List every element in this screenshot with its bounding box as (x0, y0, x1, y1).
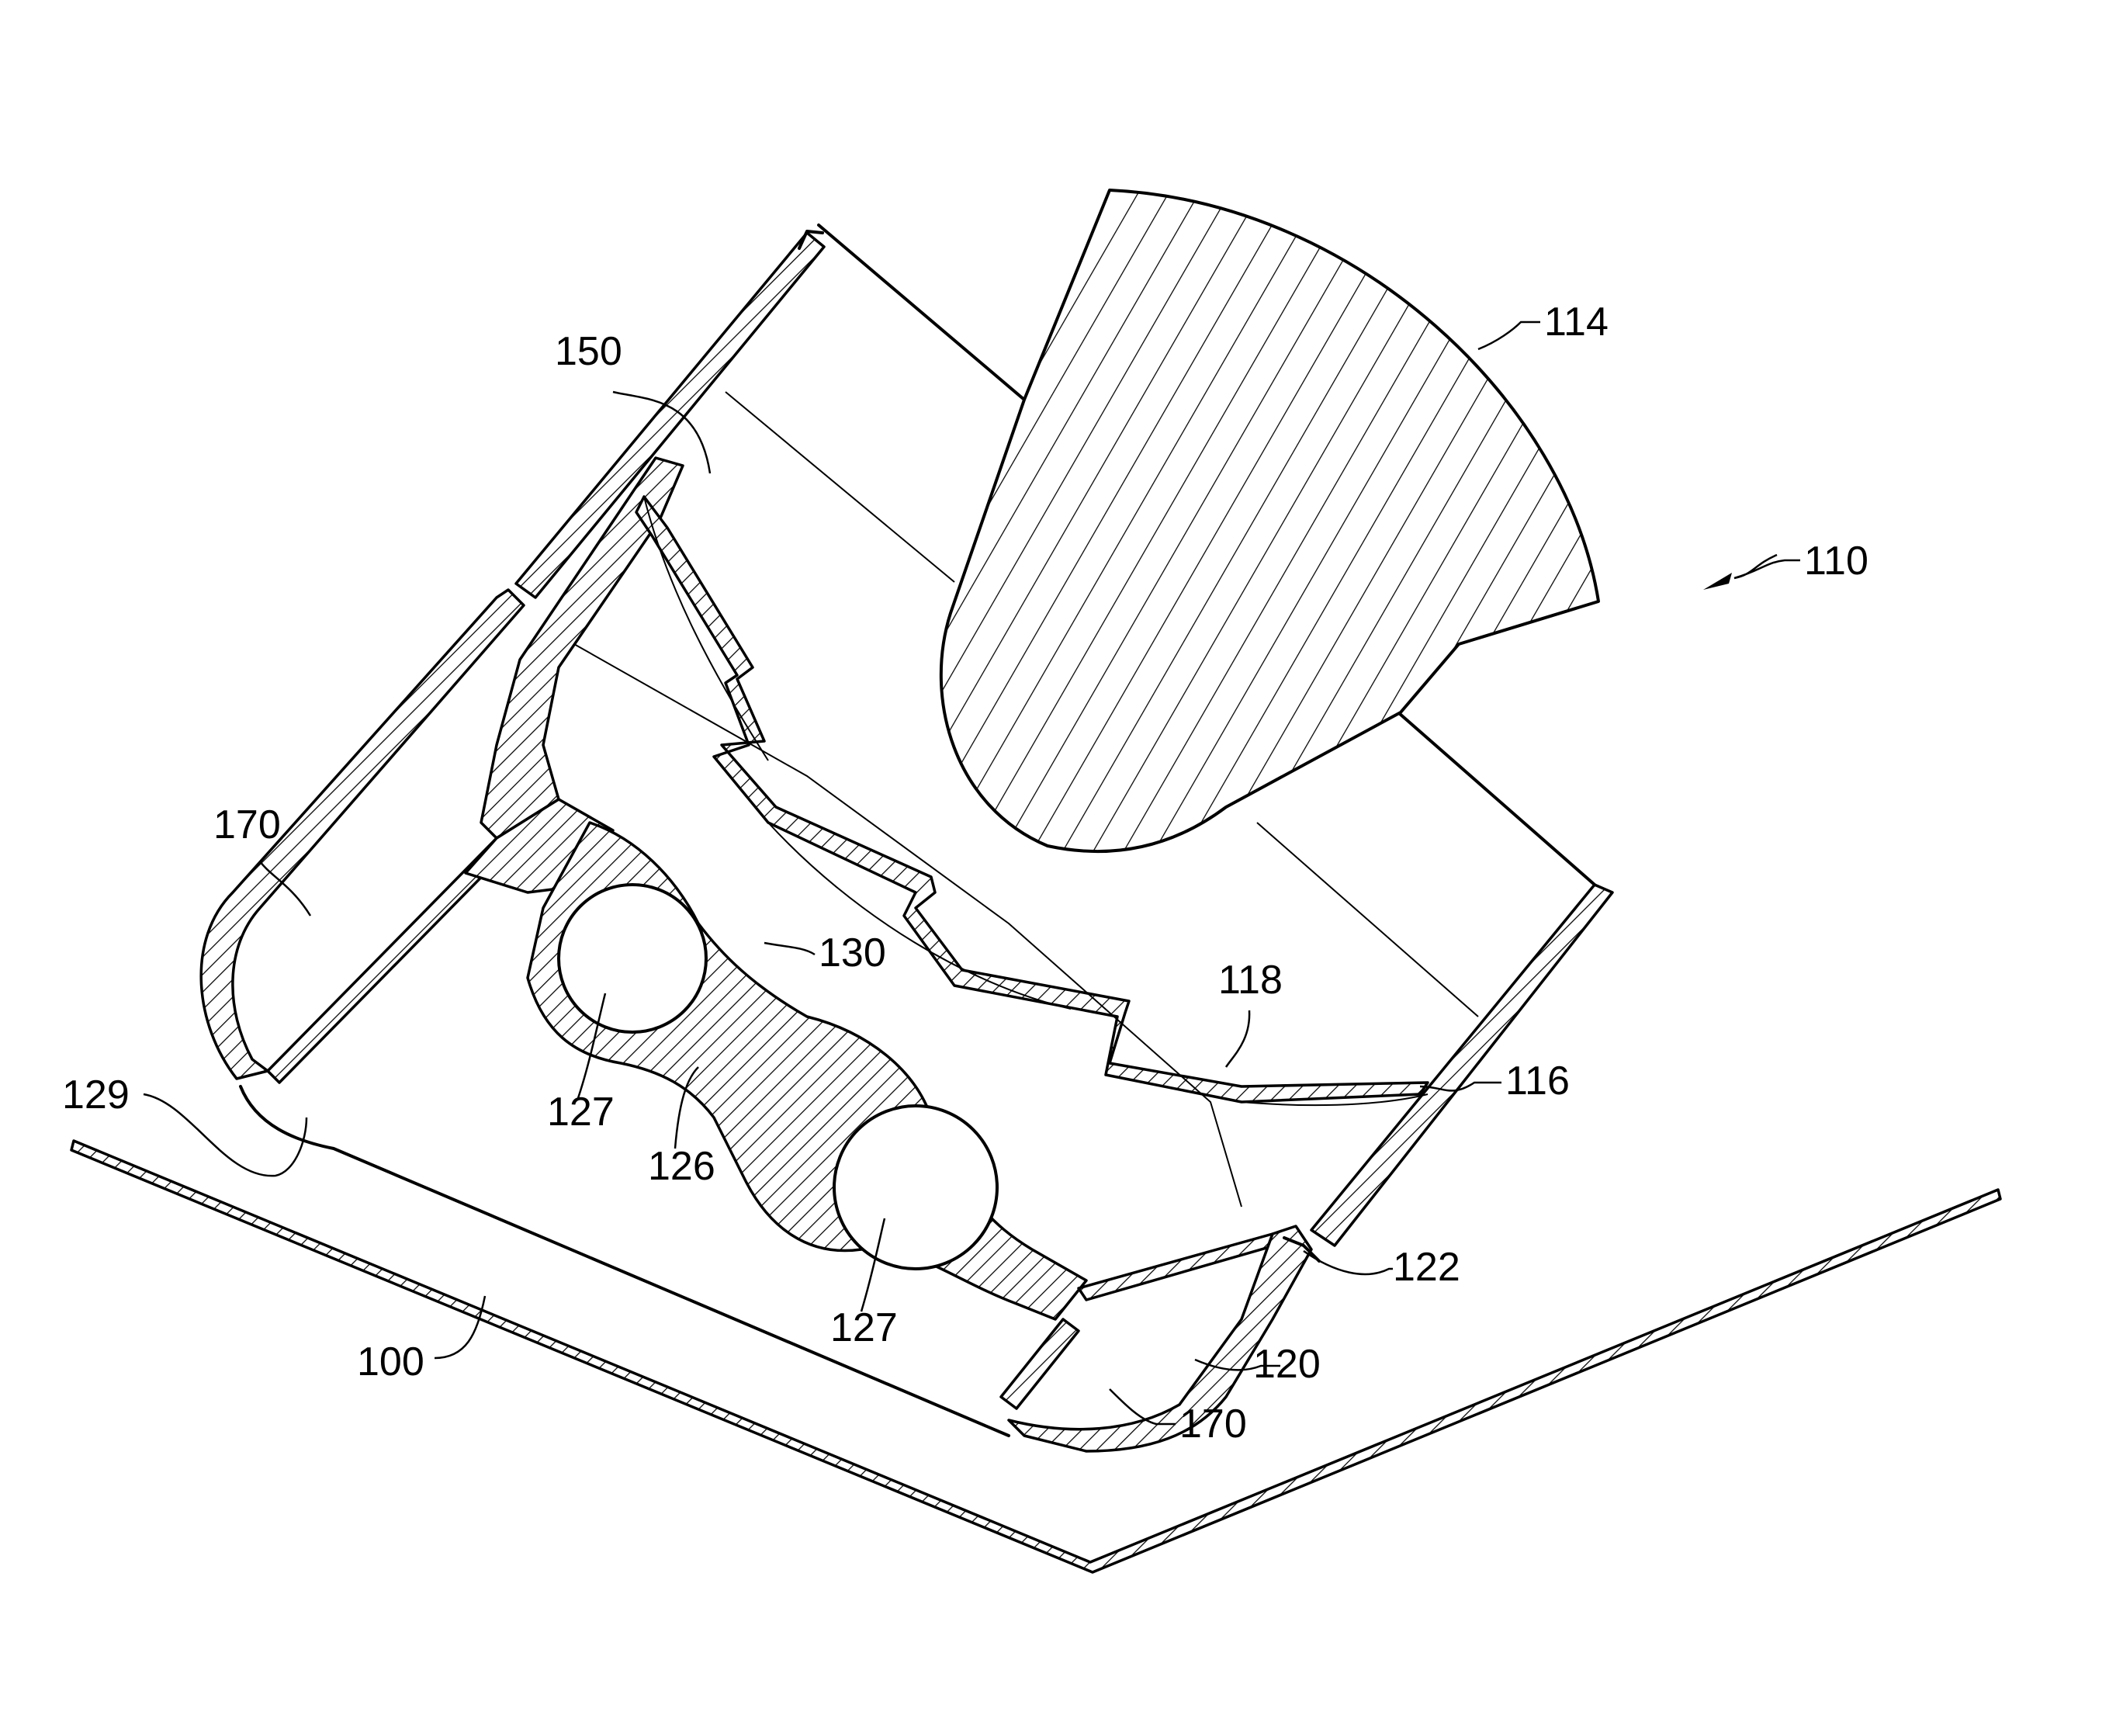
leader-130 (764, 943, 815, 955)
label-170-right: 170 (1179, 1402, 1247, 1447)
leader-114 (1478, 322, 1540, 349)
label-129: 129 (62, 1072, 130, 1117)
label-150: 150 (555, 329, 622, 374)
label-110: 110 (1804, 539, 1868, 584)
label-114: 114 (1544, 300, 1609, 345)
label-120: 120 (1253, 1342, 1321, 1387)
leader-129 (144, 1094, 307, 1176)
leader-122 (1304, 1251, 1393, 1274)
arrow-110 (1703, 573, 1732, 590)
label-122: 122 (1393, 1245, 1460, 1290)
tube-circle-lower (834, 1106, 997, 1269)
label-126: 126 (648, 1144, 715, 1189)
label-170-left: 170 (213, 802, 281, 847)
tube-body (528, 823, 1086, 1319)
label-116: 116 (1505, 1059, 1570, 1104)
leader-118 (1226, 1010, 1249, 1067)
label-127-lower: 127 (830, 1305, 898, 1350)
projectile (941, 190, 1598, 851)
tube-circle-upper (559, 885, 706, 1032)
label-100: 100 (357, 1339, 424, 1384)
label-130: 130 (819, 930, 886, 975)
label-118: 118 (1218, 958, 1283, 1003)
leader-110 (1734, 555, 1800, 578)
label-127-upper: 127 (547, 1090, 615, 1135)
